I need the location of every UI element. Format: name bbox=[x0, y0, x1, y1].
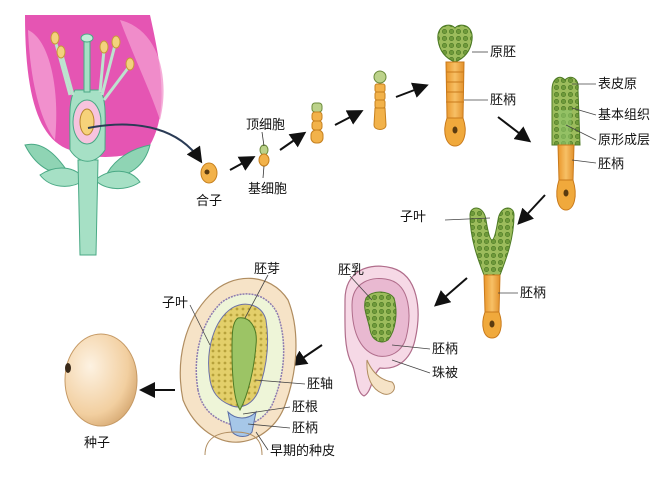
arrow-8 bbox=[290, 344, 323, 367]
seed bbox=[64, 333, 138, 427]
zygote-label: 合子 bbox=[196, 194, 223, 209]
endosperm-label: 胚乳 bbox=[338, 263, 365, 278]
plumule-label: 胚芽 bbox=[254, 262, 281, 277]
basal-cell-label: 基细胞 bbox=[248, 182, 288, 197]
proembryo-label: 原胚 bbox=[490, 45, 517, 60]
mature-embryo-stage bbox=[179, 277, 297, 456]
integument-label: 珠被 bbox=[432, 366, 459, 381]
arrow-1 bbox=[229, 156, 256, 171]
suspensor-label-5: 胚柄 bbox=[292, 421, 319, 436]
suspensor-label-1: 胚柄 bbox=[490, 93, 517, 108]
radicle-label: 胚根 bbox=[292, 400, 319, 415]
cotyledon-label-2: 子叶 bbox=[162, 296, 189, 311]
arrow-3 bbox=[334, 110, 364, 126]
early-seed-coat-label: 早期的种皮 bbox=[270, 444, 336, 459]
suspensor-label-4: 胚柄 bbox=[432, 342, 459, 357]
seed-label: 种子 bbox=[84, 436, 111, 451]
multi-cell-stage bbox=[373, 70, 387, 130]
hypocotyl-label: 胚轴 bbox=[307, 377, 334, 392]
protoderm-label: 表皮原 bbox=[598, 77, 638, 92]
proembryo-stage bbox=[437, 24, 473, 147]
flower-to-zygote-arrow bbox=[87, 123, 203, 164]
arrow-6 bbox=[517, 194, 546, 225]
cotyledon-label-1: 子叶 bbox=[400, 210, 427, 225]
arrow-7 bbox=[433, 277, 468, 307]
zygote bbox=[200, 162, 218, 184]
arrow-4 bbox=[395, 82, 429, 98]
apical-cell-label: 顶细胞 bbox=[246, 118, 286, 133]
arrow-2 bbox=[279, 131, 307, 151]
ovule-endosperm-stage bbox=[344, 265, 419, 397]
ground-meristem-label: 基本组织 bbox=[598, 108, 651, 123]
procambium-label: 原形成层 bbox=[598, 133, 651, 148]
leader-lines bbox=[189, 51, 597, 451]
four-cell-stage bbox=[310, 102, 324, 144]
heart-stage bbox=[469, 207, 515, 339]
suspensor-label-2: 胚柄 bbox=[598, 157, 625, 172]
suspensor-label-3: 胚柄 bbox=[520, 286, 547, 301]
flower-illustration bbox=[24, 15, 164, 256]
two-cell-stage bbox=[258, 131, 270, 179]
globular-stage bbox=[551, 76, 581, 211]
arrow-5 bbox=[497, 116, 532, 143]
